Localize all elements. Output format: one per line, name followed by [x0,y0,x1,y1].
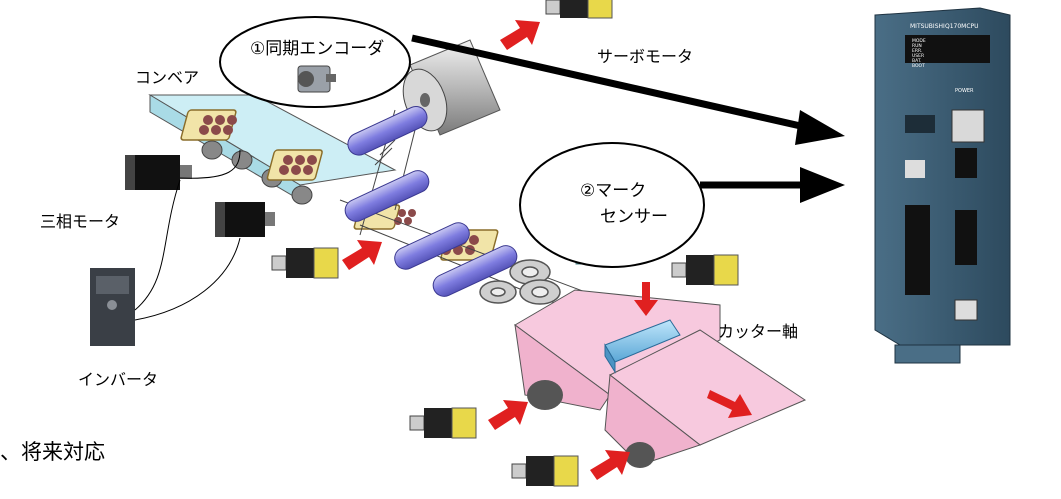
rollers [344,105,518,297]
cutter-blade [604,319,681,374]
mark-sensor-callout-bubble [519,142,705,268]
motion-controller [874,7,1011,364]
mark-sensor-label-line2: センサー [600,207,668,227]
cables [134,149,241,321]
indicator-label: ERR. [912,48,922,54]
indicator-label: MODE [912,38,926,44]
controller-brand: MITSUBISHI [910,23,945,30]
red-arrows [342,20,752,480]
future-support-text: 、将来対応 [0,440,105,464]
inverter-device [90,268,135,346]
cutter-axis-label: カッター軸 [718,322,799,341]
encoder-device [297,65,336,93]
indicator-label: BAT. [912,58,921,64]
sealing-discs [479,259,561,305]
encoder-label: ①同期エンコーダ [250,39,385,59]
controller-power-label: POWER [955,88,974,94]
output-conveyor [514,289,807,468]
three-phase-motors [125,155,275,237]
signal-arrows [411,34,845,203]
servo-motors [271,0,739,487]
three-phase-motor-label: 三相モータ [40,212,121,231]
controller-model: Q170MCPU [945,23,979,30]
indicator-label: RUN [912,43,922,49]
mark-sensor-label-line1: ②マーク [580,181,647,201]
indicator-label: USER [912,53,924,59]
inverter-label: インバータ [78,370,159,389]
controller-indicators: MODE RUN ERR. USER BAT. BOOT [912,38,926,69]
conveyor-label: コンベア [135,68,200,87]
indicator-label: BOOT [912,63,925,69]
encoder-callout-bubble [219,16,411,108]
servo-motor-label: サーボモータ [597,47,694,66]
